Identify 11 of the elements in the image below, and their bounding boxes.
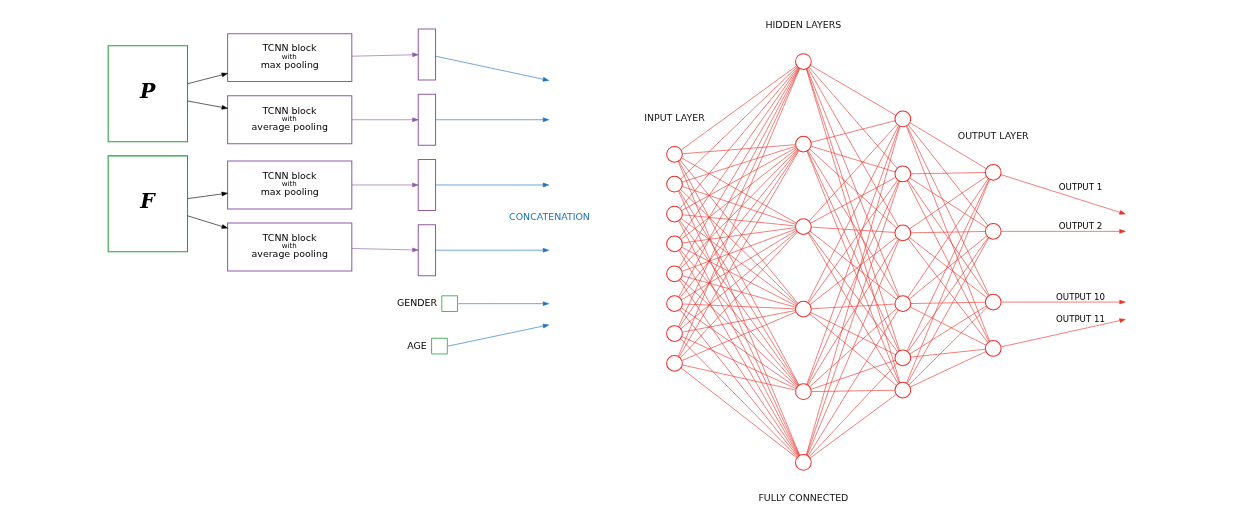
node-label: GENDER bbox=[396, 297, 437, 309]
edge-label: OUTPUT 2 bbox=[1058, 220, 1102, 231]
label: FULLY CONNECTED bbox=[757, 492, 848, 504]
node-label: AGE bbox=[406, 339, 427, 351]
edge-label: OUTPUT 11 bbox=[1055, 314, 1105, 325]
label: INPUT LAYER bbox=[643, 111, 705, 123]
edge-label: OUTPUT 1 bbox=[1058, 181, 1102, 192]
label: CONCATENATION bbox=[508, 210, 590, 222]
label: HIDDEN LAYERS bbox=[765, 18, 841, 30]
label: OUTPUT LAYER bbox=[957, 129, 1029, 141]
edge-label: OUTPUT 10 bbox=[1055, 291, 1105, 302]
